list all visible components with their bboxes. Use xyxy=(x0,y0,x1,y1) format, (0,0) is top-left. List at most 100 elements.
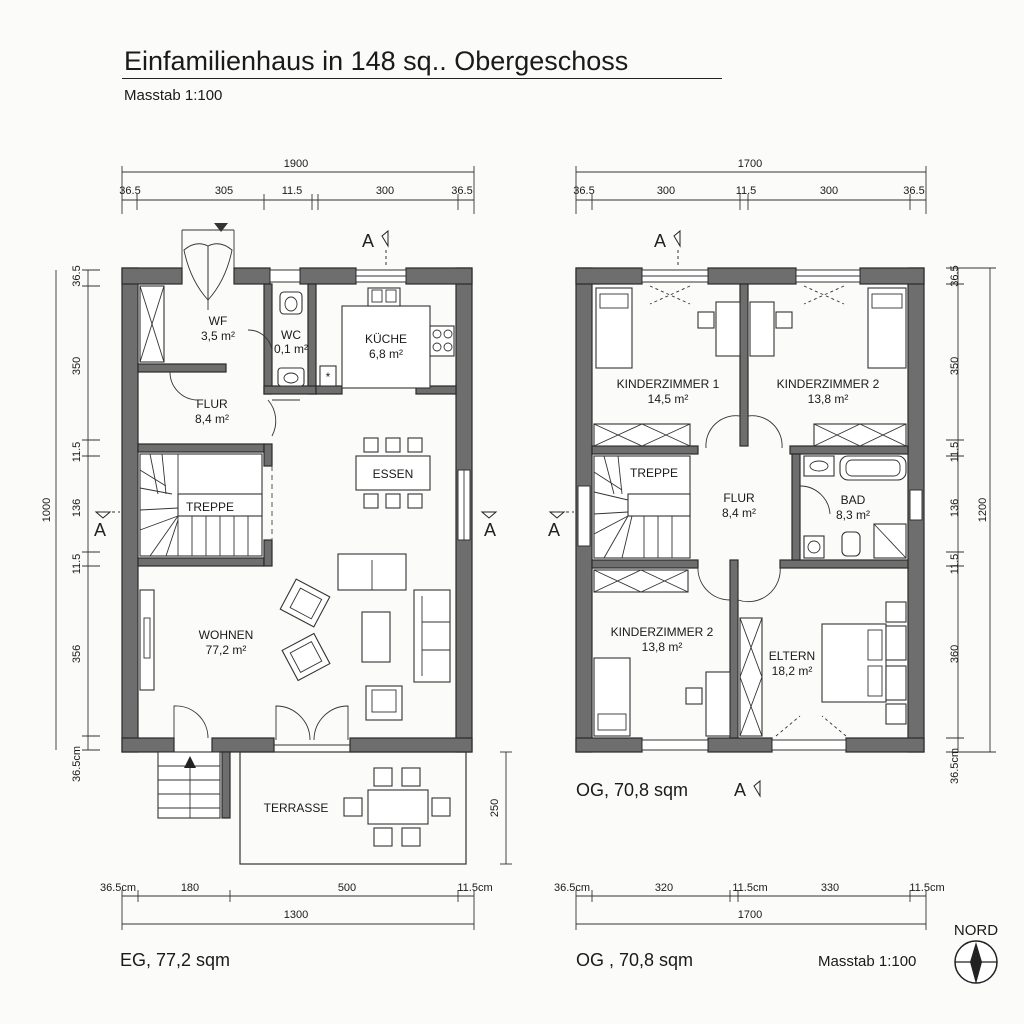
og-section-mark-bottom: A xyxy=(734,780,746,800)
og-room-bad-area: 8,3 m² xyxy=(836,508,870,522)
eg-dim-left-3: 136 xyxy=(71,499,83,517)
og-bathroom xyxy=(803,455,907,559)
og-dim-bottom-4: 11.5cm xyxy=(909,882,944,894)
og-dim-bottom-2: 11.5cm xyxy=(732,882,767,894)
og-walls xyxy=(575,267,925,753)
og-eltern-furniture xyxy=(739,601,907,737)
og-dim-right-5: 360 xyxy=(949,645,961,663)
north-arrow-icon: NORD xyxy=(954,922,998,984)
eg-dim-bottom-3: 11.5cm xyxy=(457,882,492,894)
eg-room-labels: WF 3,5 m² WC 0,1 m² KÜCHE 6,8 m² FLUR 8,… xyxy=(186,314,413,815)
eg-dim-bottom-2: 500 xyxy=(338,882,356,894)
eg-entry-steps xyxy=(157,751,231,819)
og-room-kinderzimmer2b-area: 13,8 m² xyxy=(642,640,683,654)
og-dim-bottom-total: 1700 xyxy=(738,909,762,921)
og-room-treppe-name: TREPPE xyxy=(630,466,678,480)
title-underline xyxy=(122,78,722,79)
eg-room-wf-name: WF xyxy=(209,314,228,328)
og-dim-top-3: 300 xyxy=(820,185,838,197)
eg-section-mark-right: A xyxy=(484,520,496,540)
eg-room-essen-name: ESSEN xyxy=(373,467,414,481)
scale-label-bottom: Masstab 1:100 xyxy=(818,953,916,970)
og-dim-top-4: 36.5 xyxy=(903,185,924,197)
og-dim-right-0: 36.5 xyxy=(949,265,961,286)
eg-dim-left-1: 350 xyxy=(71,357,83,375)
eg-dim-bottom-total: 1300 xyxy=(284,909,308,921)
og-stairs xyxy=(593,455,691,559)
og-dim-right-6: 36.5cm xyxy=(949,748,961,784)
eg-room-treppe-name: TREPPE xyxy=(186,500,234,514)
eg-dim-left-0: 36.5 xyxy=(71,265,83,286)
eg-room-wohnen-name: WOHNEN xyxy=(199,628,254,642)
eg-dim-top-1: 305 xyxy=(215,185,233,197)
eg-dim-top-total: 1900 xyxy=(284,158,308,170)
og-room-eltern-name: ELTERN xyxy=(769,649,815,663)
og-kinderzimmer2-bottom-furniture xyxy=(593,569,731,737)
eg-top-dimensions: 1900 36.5 305 11.5 300 36.5 xyxy=(119,158,475,214)
eg-bottom-dimensions: 36.5cm 180 500 11.5cm 1300 xyxy=(100,882,493,930)
og-area-label: OG, 70,8 sqm xyxy=(576,780,688,800)
eg-room-flur-name: FLUR xyxy=(196,397,228,411)
north-label: NORD xyxy=(954,922,998,939)
eg-area-label: EG, 77,2 sqm xyxy=(120,950,230,970)
og-room-kinderzimmer1-name: KINDERZIMMER 1 xyxy=(617,377,720,391)
og-dim-bottom-0: 36.5cm xyxy=(554,882,590,894)
eg-living-furniture xyxy=(139,553,451,721)
svg-text:*: * xyxy=(326,370,331,384)
og-room-kinderzimmer2b-name: KINDERZIMMER 2 xyxy=(611,625,714,639)
og-dim-right-4: 11.5 xyxy=(949,554,961,575)
og-room-kinderzimmer2a-area: 13,8 m² xyxy=(808,392,849,406)
og-dim-right-3: 136 xyxy=(949,499,961,517)
og-kinderzimmer2-top-furniture xyxy=(749,285,907,447)
og-dim-right-1: 350 xyxy=(949,357,961,375)
og-bottom-dimensions: 36.5cm 320 11.5cm 330 11.5cm 1700 xyxy=(554,882,945,930)
eg-room-flur-area: 8,4 m² xyxy=(195,412,229,426)
eg-terrace: 250 xyxy=(239,751,512,865)
og-room-eltern-area: 18,2 m² xyxy=(772,664,813,678)
eg-room-terrasse-name: TERRASSE xyxy=(264,801,329,815)
eg-toilet xyxy=(279,291,303,315)
og-dim-top-1: 300 xyxy=(657,185,675,197)
eg-room-wc-area: 0,1 m² xyxy=(274,342,308,356)
eg-dim-bottom-1: 180 xyxy=(181,882,199,894)
eg-dim-top-3: 300 xyxy=(376,185,394,197)
eg-dim-left-5: 356 xyxy=(71,645,83,663)
og-room-kinderzimmer1-area: 14,5 m² xyxy=(648,392,689,406)
eg-left-dimensions: 1000 36.5 350 11.5 136 11.5 356 36.5cm xyxy=(41,265,100,782)
eg-section-mark-top: A xyxy=(362,231,374,251)
eg-room-kueche-name: KÜCHE xyxy=(365,332,407,346)
eg-terrace-dim: 250 xyxy=(489,799,501,817)
eg-room-wc-name: WC xyxy=(281,328,301,342)
eg-front-door xyxy=(181,223,235,310)
eg-dim-top-0: 36.5 xyxy=(119,185,140,197)
og-section-mark-left: A xyxy=(548,520,560,540)
scale-label: Masstab 1:100 xyxy=(124,87,223,104)
eg-dim-left-total: 1000 xyxy=(41,498,53,522)
og-plan: 1700 36.5 300 11.5 300 36.5 1200 36.5 35… xyxy=(548,158,996,970)
eg-room-wohnen-area: 77,2 m² xyxy=(206,643,247,657)
og-dim-top-2: 11.5 xyxy=(736,185,757,197)
og-room-bad-name: BAD xyxy=(841,493,866,507)
eg-section-mark-left: A xyxy=(94,520,106,540)
og-top-dimensions: 1700 36.5 300 11.5 300 36.5 xyxy=(573,158,927,214)
og-dim-right-2: 11.5 xyxy=(949,442,961,463)
eg-kitchen: * xyxy=(319,287,455,389)
og-area-label-bottom: OG , 70,8 sqm xyxy=(576,950,693,970)
og-room-flur-name: FLUR xyxy=(723,491,755,505)
og-room-labels: KINDERZIMMER 1 14,5 m² KINDERZIMMER 2 13… xyxy=(611,377,880,678)
eg-dim-top-2: 11.5 xyxy=(282,185,303,197)
eg-room-kueche-area: 6,8 m² xyxy=(369,347,403,361)
og-dim-bottom-1: 320 xyxy=(655,882,673,894)
og-dim-bottom-3: 330 xyxy=(821,882,839,894)
eg-plan: 1900 36.5 305 11.5 300 36.5 1000 36.5 35… xyxy=(41,158,512,970)
eg-dim-left-6: 36.5cm xyxy=(71,746,83,782)
eg-dim-left-2: 11.5 xyxy=(71,442,83,463)
eg-wc-sink xyxy=(277,367,305,387)
eg-dining xyxy=(355,437,431,509)
og-dim-right-total: 1200 xyxy=(977,498,989,522)
og-right-dimensions: 1200 36.5 350 11.5 136 11.5 360 36.5cm xyxy=(946,265,996,784)
eg-stairs xyxy=(139,453,263,557)
eg-room-wf-area: 3,5 m² xyxy=(201,329,235,343)
og-dim-top-0: 36.5 xyxy=(573,185,594,197)
